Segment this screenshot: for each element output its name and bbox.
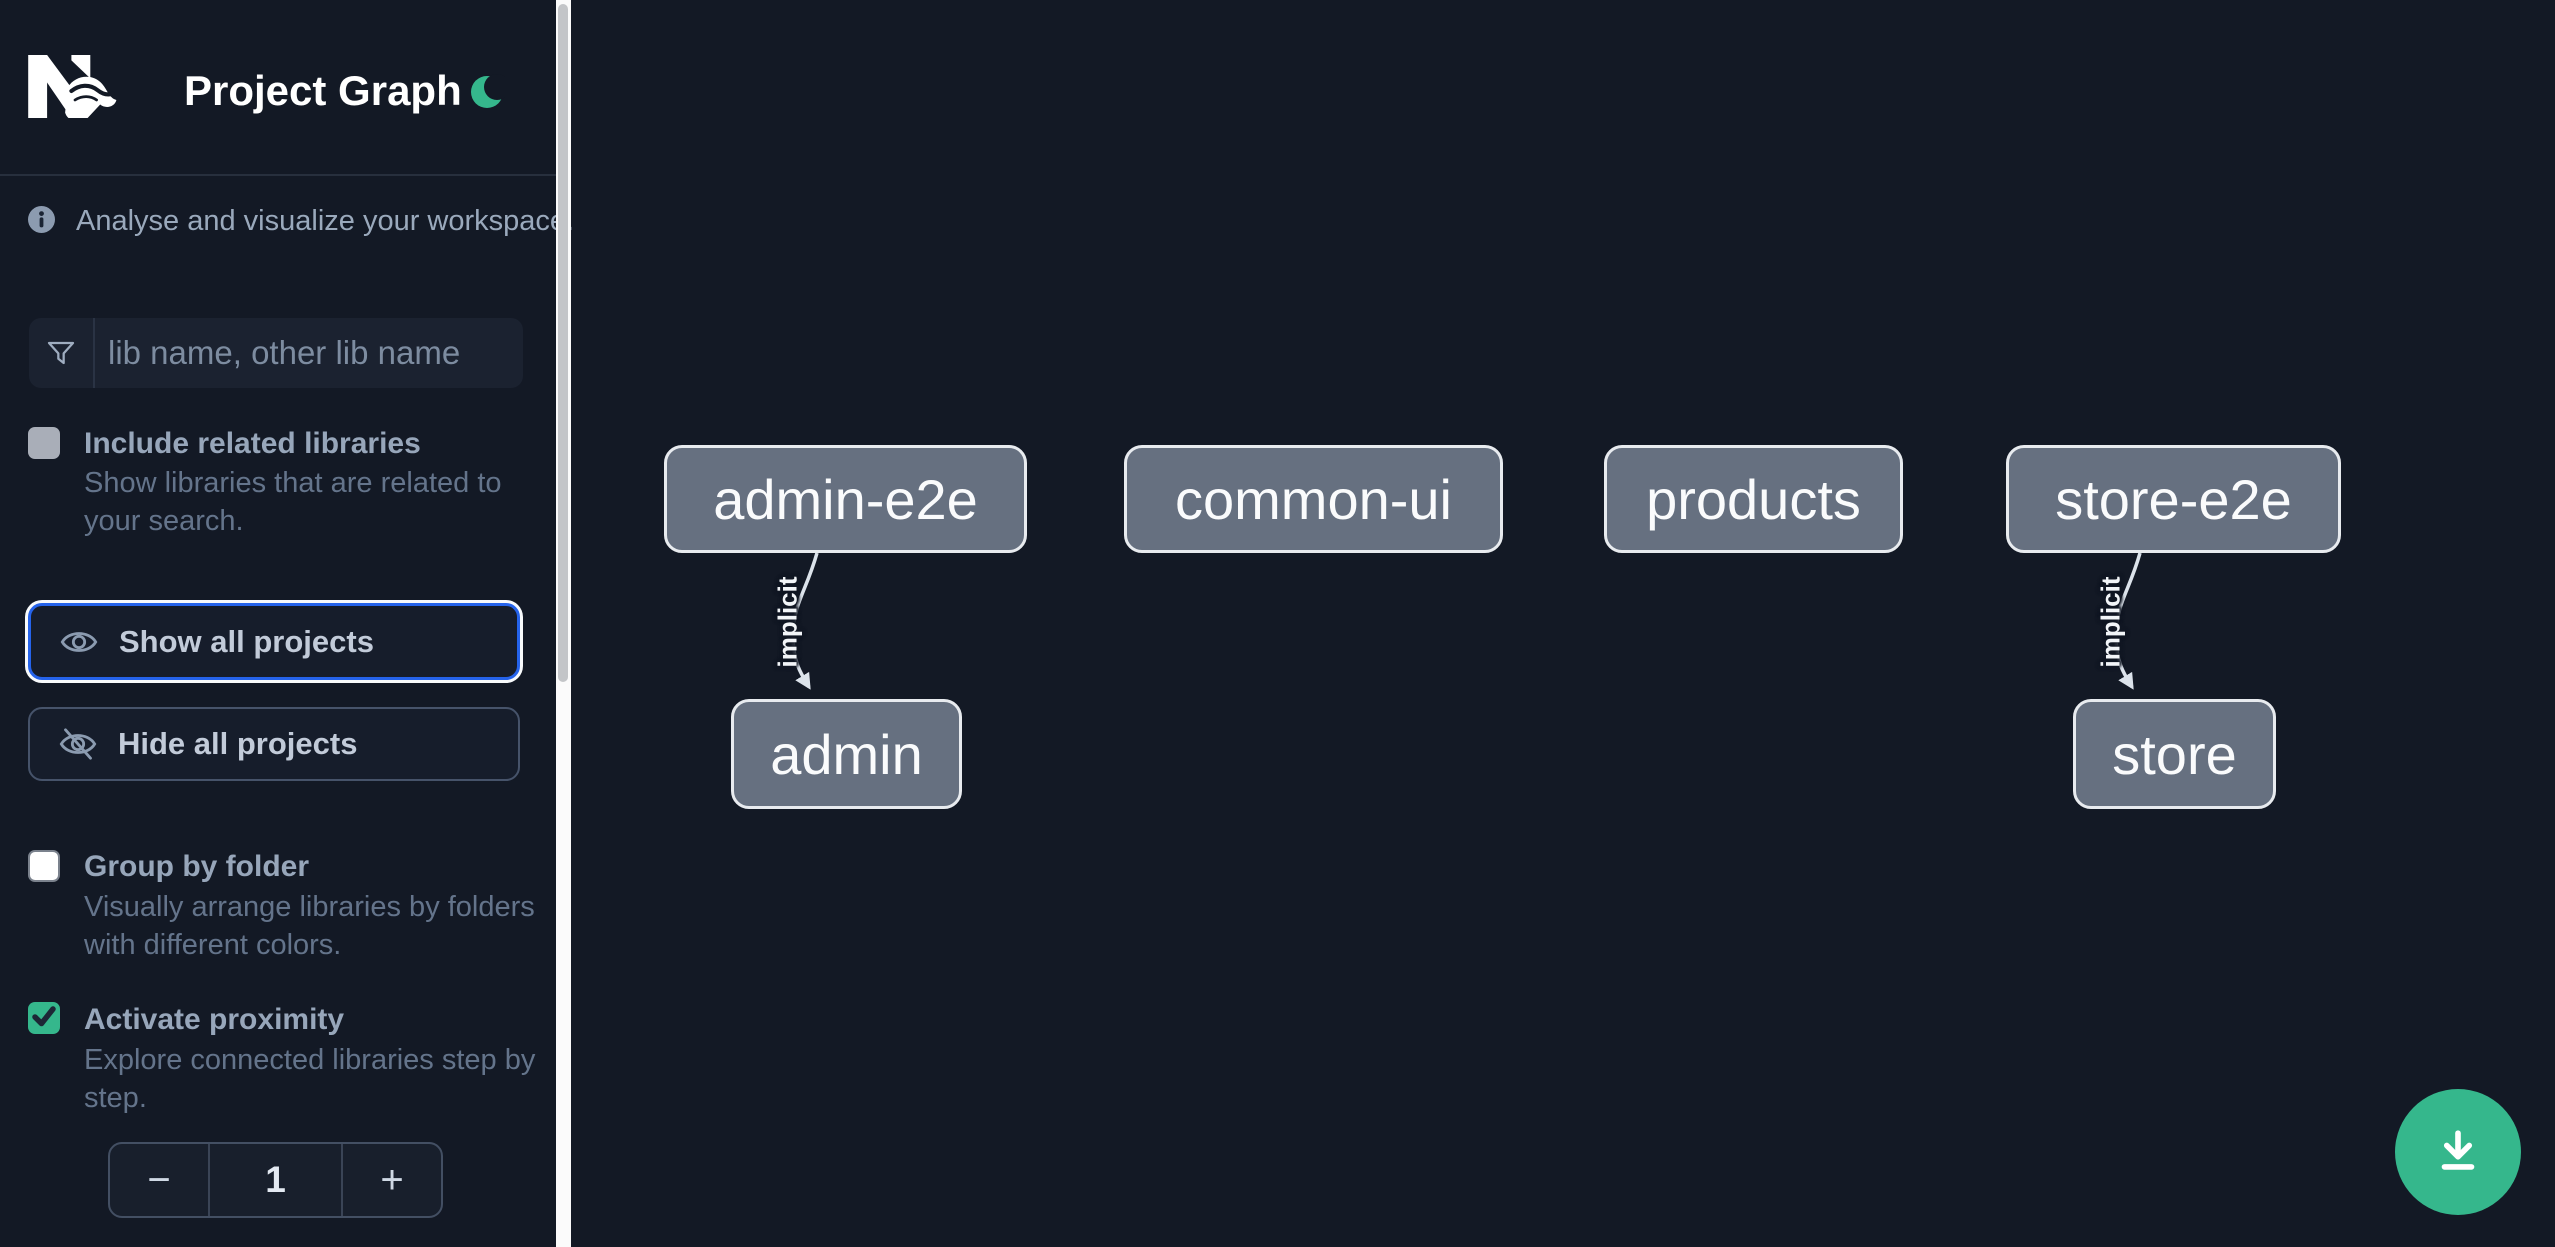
moon-icon theme-toggle[interactable] (471, 74, 510, 110)
tagline: Analyse and visualize your workspace. (76, 205, 575, 237)
project-node-admin[interactable]: admin (731, 699, 962, 809)
group-by-folder-checkbox[interactable] (28, 850, 60, 882)
group-by-folder-description: Visually arrange libraries by folders wi… (84, 891, 535, 961)
sidebar-scrollbar-thumb[interactable] (558, 4, 568, 682)
filter-input[interactable] (95, 318, 523, 388)
filter-input-group (29, 318, 523, 388)
header-divider (0, 174, 556, 176)
activate-proximity-checkbox[interactable] (28, 1002, 60, 1034)
eye-icon (59, 622, 99, 662)
edge-label-implicit: implicit (2095, 576, 2126, 668)
include-related-checkbox (28, 427, 60, 459)
group-by-folder-label: Group by folder (84, 850, 309, 883)
nx-logo (27, 55, 123, 122)
project-node-products[interactable]: products (1604, 445, 1903, 553)
activate-proximity-label: Activate proximity (84, 1003, 345, 1036)
activate-proximity-description: Explore connected libraries step by step… (84, 1044, 536, 1114)
project-node-store-e2e[interactable]: store-e2e (2006, 445, 2341, 553)
project-node-store[interactable]: store (2073, 699, 2276, 809)
edge-label-implicit: implicit (772, 576, 803, 668)
sidebar: Project Graph Analyse and visualize your… (0, 0, 574, 1247)
show-all-projects-button[interactable]: Show all projects (28, 603, 520, 680)
proximity-increment-button[interactable]: + (380, 1157, 404, 1202)
page-title: Project Graph (184, 67, 462, 114)
eye-off-icon (58, 724, 98, 764)
include-related-description: Show libraries that are related to your … (84, 467, 502, 537)
show-all-projects-label: Show all projects (119, 623, 374, 659)
proximity-depth-stepper: − 1 + (108, 1142, 443, 1218)
funnel-icon (29, 318, 95, 388)
download-icon (2431, 1123, 2485, 1182)
project-node-common-ui[interactable]: common-ui (1124, 445, 1503, 553)
hide-all-projects-button[interactable]: Hide all projects (28, 707, 520, 781)
checkmark-icon (28, 1000, 60, 1037)
info-icon (28, 206, 55, 233)
proximity-depth-value: 1 (208, 1144, 343, 1216)
project-node-admin-e2e[interactable]: admin-e2e (664, 445, 1027, 553)
sidebar-scrollbar-track (556, 0, 571, 1247)
hide-all-projects-label: Hide all projects (118, 726, 358, 761)
include-related-label: Include related libraries (84, 427, 421, 460)
proximity-decrement-button[interactable]: − (147, 1157, 171, 1202)
download-image-button[interactable] (2395, 1089, 2521, 1215)
